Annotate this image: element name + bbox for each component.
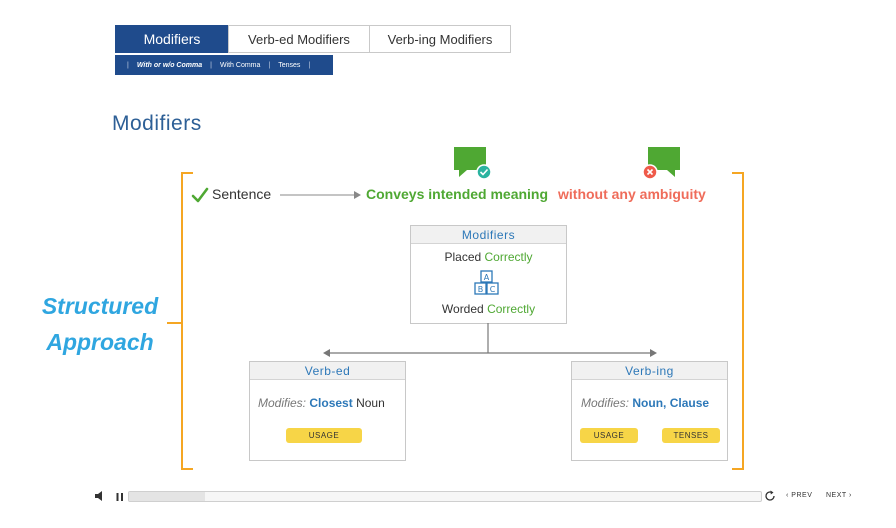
placed-label: Placed (444, 250, 482, 264)
divider: | (210, 61, 212, 69)
tree-connector (323, 323, 657, 357)
noun-clause-highlight: Noun, Clause (632, 396, 710, 410)
verb-ing-box: Verb-ing (571, 361, 728, 461)
verb-ed-modifies-text: Modifies: Closest Noun (258, 396, 385, 410)
placed-correctly-text: Placed Correctly (410, 250, 567, 264)
next-label: NEXT (826, 492, 847, 499)
correctly-label: Correctly (484, 250, 533, 264)
tab-bar: Modifiers Verb-ed Modifiers Verb-ing Mod… (115, 25, 511, 53)
right-bracket (732, 172, 744, 470)
arrow-right-icon (280, 191, 361, 199)
abc-blocks-icon: A B C (474, 270, 499, 295)
chevron-left-icon: ‹ (786, 492, 789, 499)
chat-bubble-check-icon (454, 147, 492, 180)
side-label-line1: Structured (41, 293, 159, 319)
worded-correctly-text: Worded Correctly (410, 302, 567, 316)
svg-text:B: B (478, 285, 484, 294)
chat-bubble-cross-icon (642, 147, 680, 180)
check-icon (191, 187, 209, 203)
next-button[interactable]: NEXT › (826, 492, 852, 499)
divider: | (268, 61, 271, 69)
structured-approach-label: Structured Approach (30, 288, 170, 360)
tab-modifiers[interactable]: Modifiers (115, 25, 229, 53)
closest-highlight: Closest (309, 396, 353, 410)
subtab-tenses[interactable]: Tenses (278, 61, 301, 69)
chevron-right-icon: › (849, 492, 852, 499)
svg-text:A: A (484, 273, 490, 282)
tab-verb-ing-modifiers[interactable]: Verb-ing Modifiers (369, 25, 511, 53)
pause-icon[interactable] (115, 491, 125, 503)
subtab-with-or-without-comma[interactable]: With or w/o Comma (136, 61, 203, 69)
subtab-with-comma[interactable]: With Comma (219, 61, 261, 69)
volume-icon[interactable] (94, 490, 106, 502)
page-title: Modifiers (112, 112, 202, 135)
progress-fill (129, 492, 205, 501)
usage-button[interactable]: USAGE (580, 428, 638, 443)
svg-text:C: C (490, 285, 496, 294)
bracket-connector (167, 322, 182, 324)
conveys-meaning-text: Conveys intended meaning (366, 186, 549, 202)
left-bracket (181, 172, 193, 470)
tenses-button[interactable]: TENSES (662, 428, 720, 443)
side-label-line2: Approach (46, 329, 154, 355)
divider: | (127, 61, 129, 69)
worded-label: Worded (441, 302, 484, 316)
verb-ing-modifies-text: Modifies: Noun, Clause (581, 396, 709, 410)
verb-ed-box: Verb-ed (249, 361, 406, 461)
without-ambiguity-text: without any ambiguity (558, 186, 706, 202)
modifiers-box-title: Modifiers (411, 226, 566, 244)
prev-button[interactable]: ‹ PREV (786, 492, 812, 499)
verb-ing-box-title: Verb-ing (572, 362, 727, 380)
modifies-label: Modifies: (258, 396, 307, 410)
prev-label: PREV (791, 492, 813, 499)
verb-ed-box-title: Verb-ed (250, 362, 405, 380)
progress-bar[interactable] (128, 491, 762, 502)
tab-verb-ed-modifiers[interactable]: Verb-ed Modifiers (228, 25, 370, 53)
correctly-label: Correctly (487, 302, 536, 316)
sentence-label: Sentence (212, 186, 272, 202)
modifies-label: Modifies: (581, 396, 630, 410)
noun-label: Noun (356, 396, 385, 410)
replay-icon[interactable] (764, 490, 776, 502)
sub-tab-bar: | With or w/o Comma | With Comma | Tense… (115, 55, 333, 75)
usage-button[interactable]: USAGE (286, 428, 362, 443)
divider: | (308, 61, 311, 69)
